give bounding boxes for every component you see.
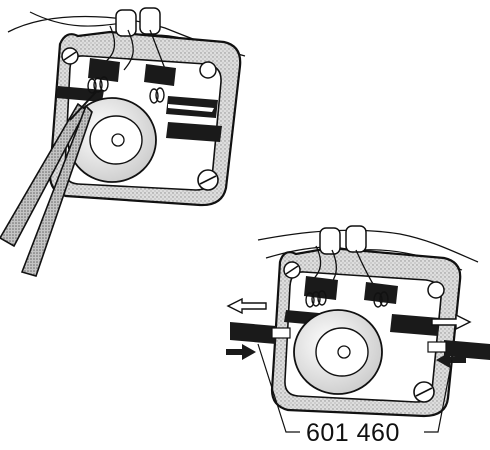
brush-right — [427, 340, 490, 360]
arrow-outline-icon — [431, 313, 472, 331]
brush-left — [230, 322, 291, 344]
motor-assembly-bottom: 601 460 — [226, 225, 490, 447]
arrow-solid-icon — [436, 352, 466, 368]
part-number: 601 460 — [306, 419, 400, 447]
arrow-solid-icon — [226, 344, 256, 360]
tweezers-icon — [0, 91, 97, 277]
arrow-outline-icon — [226, 297, 267, 315]
